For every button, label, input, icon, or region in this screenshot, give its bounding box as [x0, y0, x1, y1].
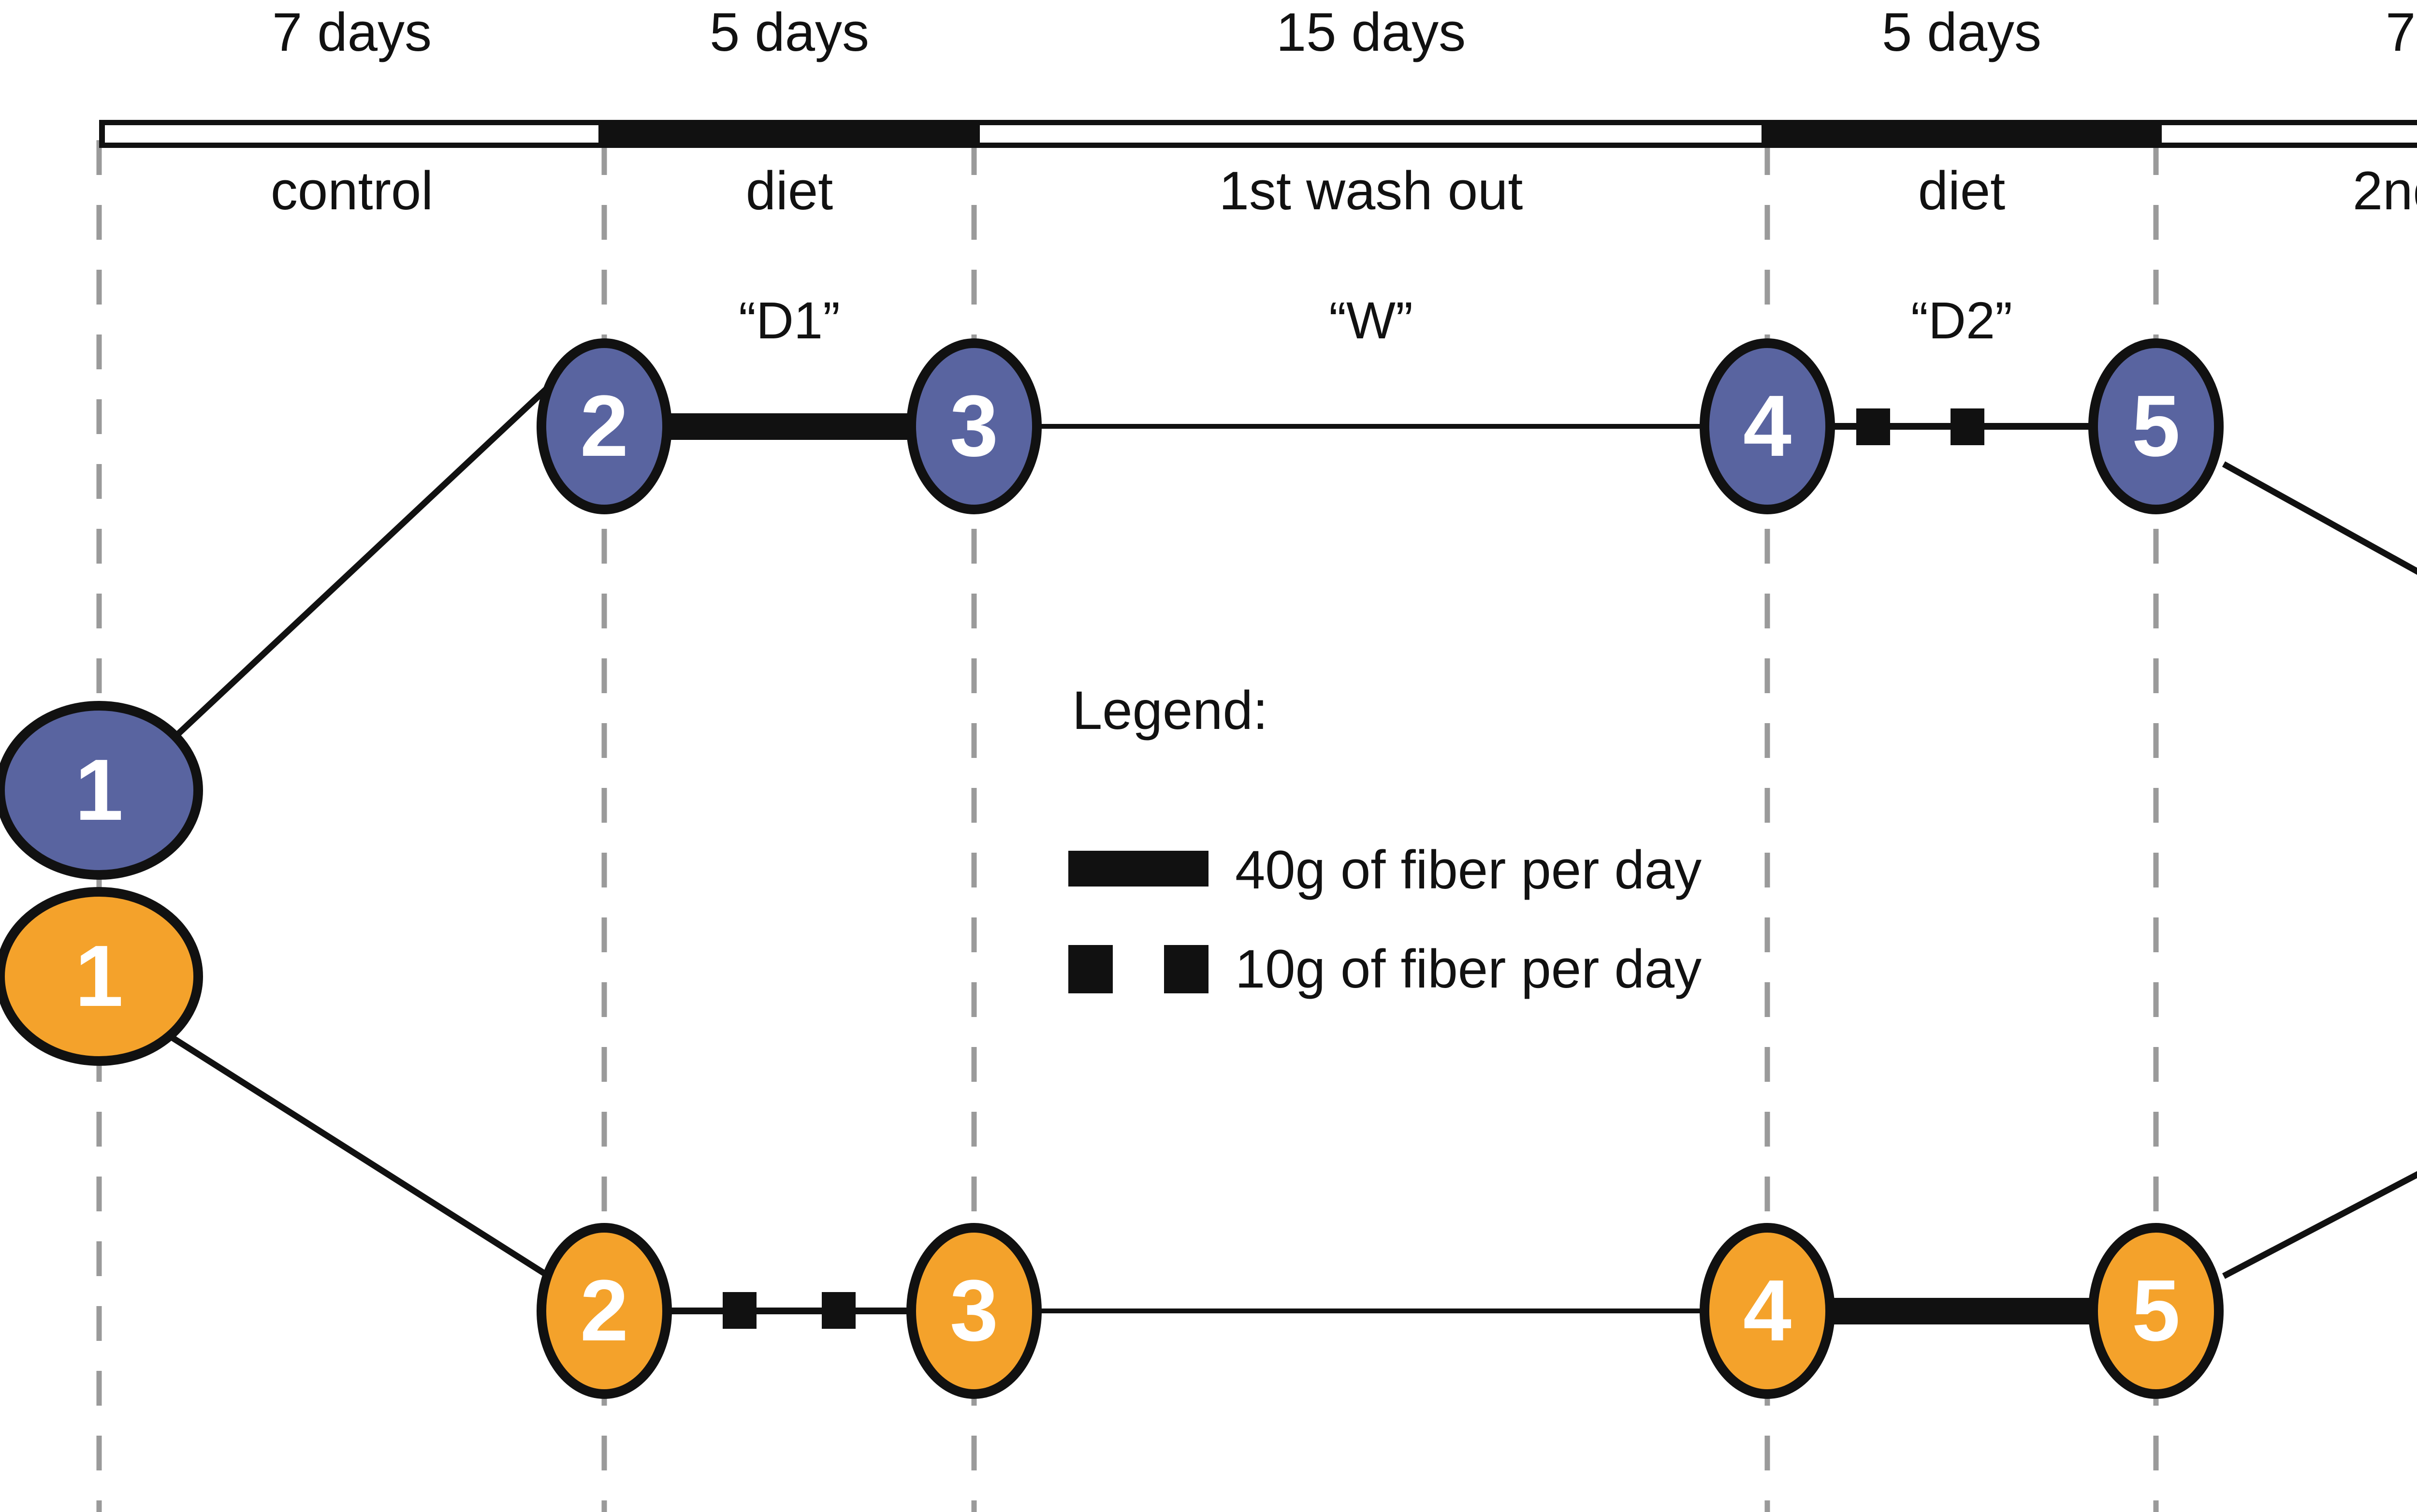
duration-label-4: 5 days [1882, 2, 2041, 62]
phase-label-diet-2: diet [1918, 160, 2006, 221]
arm-orange-links [158, 1027, 2417, 1329]
legend-swatches [1068, 851, 1208, 993]
legend-swatch-dashed-bar-b [1164, 945, 1208, 993]
legend-label-10g: 10g of fiber per day [1235, 939, 1702, 999]
node-orange-3 [906, 1223, 1042, 1399]
timeline-bar [99, 120, 2417, 148]
duration-label-2: 5 days [710, 2, 869, 62]
link-orange-5-6 [2222, 1171, 2417, 1279]
node-orange-5 [2088, 1223, 2224, 1399]
legend-swatch-dashed-bar-a [1068, 945, 1113, 993]
phase-label-washout-1: 1st wash out [1219, 160, 1523, 221]
phase-label-washout-2: 2nd wash out [2352, 160, 2417, 221]
phase-code-w: “W” [1329, 291, 1413, 349]
link-blue-1-2 [162, 384, 551, 749]
node-blue-5 [2088, 338, 2224, 514]
timeline-segment-diet-2 [1767, 120, 2156, 148]
duration-label-5: 7 days [2386, 2, 2417, 62]
arm-blue-nodes [0, 338, 2224, 880]
node-blue-4 [1700, 338, 1835, 514]
link-orange-4-5-thick [1822, 1298, 2103, 1324]
timeline-segment-diet-1 [604, 120, 974, 148]
node-orange-1 [0, 887, 203, 1066]
legend-label-40g: 40g of fiber per day [1235, 840, 1702, 900]
node-blue-1 [0, 701, 203, 880]
phase-label-diet-1: diet [745, 160, 833, 221]
node-blue-2 [537, 338, 672, 514]
link-blue-4-5-dash-a [1856, 408, 1890, 445]
link-blue-5-6 [2222, 461, 2417, 575]
link-blue-4-5-dash-b [1951, 408, 1984, 445]
timeline-segment-washout-1 [980, 125, 1762, 143]
link-blue-2-3-thick [653, 413, 926, 440]
duration-label-3: 15 days [1276, 2, 1466, 62]
node-blue-3 [906, 338, 1042, 514]
duration-label-1: 7 days [272, 2, 432, 62]
legend-title: Legend: [1072, 680, 1268, 741]
timeline-segment-washout-2 [2162, 125, 2417, 143]
phase-label-control: control [270, 160, 434, 221]
phase-code-d1: “D1” [739, 291, 840, 349]
arm-orange-nodes [0, 887, 2224, 1399]
arm-blue-links [162, 384, 2417, 749]
node-orange-2 [537, 1223, 672, 1399]
link-orange-2-3-dash-a [723, 1292, 757, 1329]
legend-swatch-solid-bar [1068, 851, 1208, 887]
timeline-segment-control [105, 125, 598, 143]
phase-code-d2: “D2” [1911, 291, 2012, 349]
node-orange-4 [1700, 1223, 1835, 1399]
link-orange-1-2 [158, 1027, 551, 1279]
link-orange-2-3-dash-b [822, 1292, 856, 1329]
